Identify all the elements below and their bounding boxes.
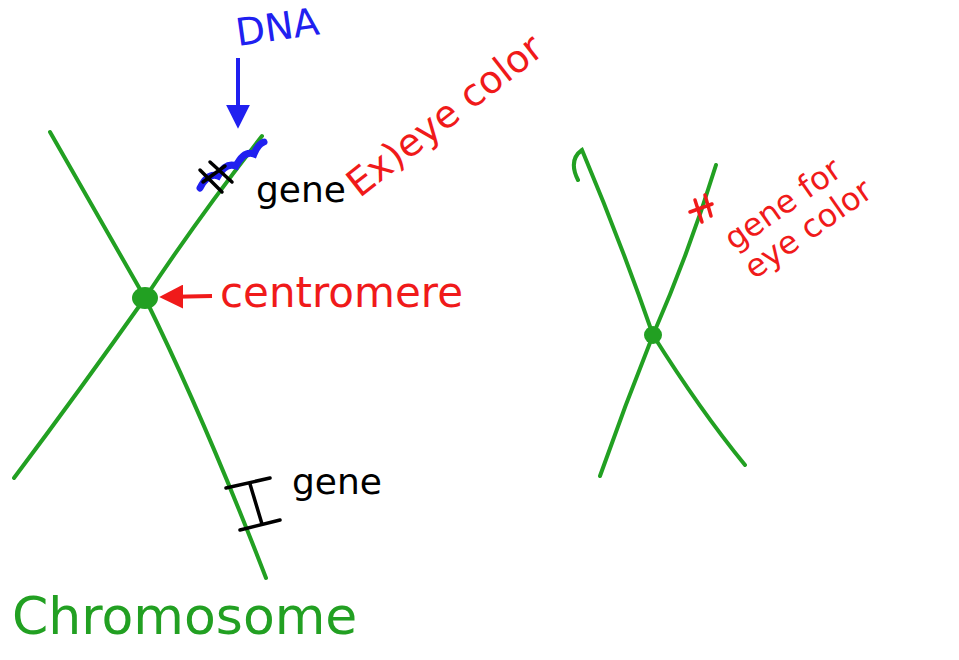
centromere-label: centromere	[220, 270, 463, 316]
centromere-dot	[132, 287, 158, 309]
gene-mark	[200, 162, 232, 192]
gene-label-anchor: gene	[256, 170, 346, 210]
centromere-label-anchor: centromere	[220, 270, 463, 316]
title-label: Chromosome	[12, 588, 357, 645]
chromatid-line	[574, 150, 745, 465]
gene-mark	[690, 195, 712, 222]
title-label-anchor: Chromosome	[12, 588, 357, 645]
dna-label-anchor: DNA	[233, 2, 322, 55]
gene-mark	[226, 478, 280, 530]
chromatid-line	[600, 165, 716, 476]
chromatid-line	[50, 132, 266, 578]
gene-label: gene	[256, 170, 346, 210]
gene-example-label: gene for eye color	[718, 125, 906, 286]
gene-label-anchor: gene	[292, 462, 382, 502]
pointer-arrow	[236, 58, 240, 124]
dna-label: DNA	[233, 2, 322, 55]
centromere-dot	[644, 326, 662, 344]
example-label-anchor: Ex)eye color	[339, 27, 551, 205]
example-label: Ex)eye color	[339, 27, 551, 205]
gene-example-label-anchor: gene for eye color	[718, 125, 906, 286]
gene-label: gene	[292, 462, 382, 502]
pointer-arrow	[164, 296, 212, 297]
